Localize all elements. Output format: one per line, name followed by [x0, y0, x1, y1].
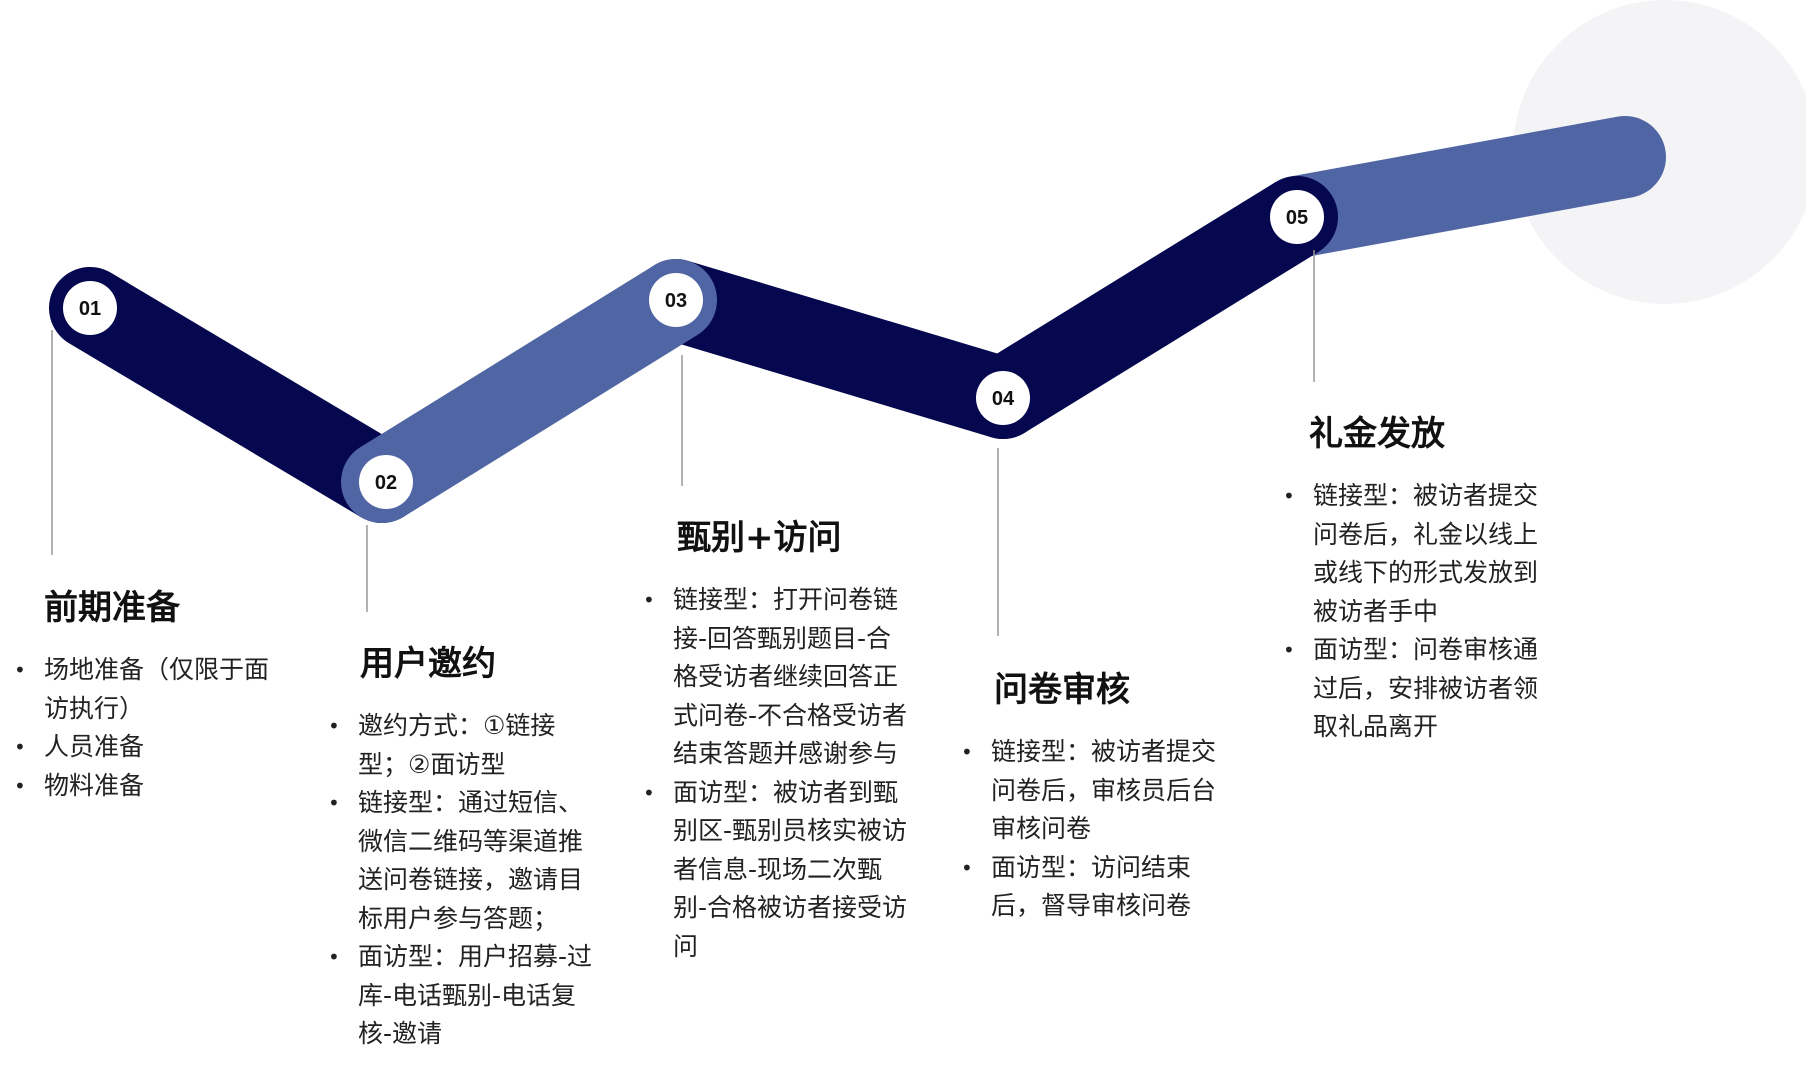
step-3-item: 链接型：打开问卷链接-回答甄别题目-合格受访者继续回答正式问卷-不合格受访者结束…: [643, 581, 913, 774]
connector-lines: [51, 250, 1315, 636]
step-list-1: 场地准备（仅限于面访执行）人员准备物料准备: [14, 651, 284, 805]
step-node-4: [976, 371, 1030, 425]
ribbon-segment-1: [49, 267, 423, 523]
step-2-item: 邀约方式：①链接型；②面访型: [328, 707, 603, 784]
step-node-5: [1270, 190, 1324, 244]
step-list-4: 链接型：被访者提交问卷后，审核员后台审核问卷面访型：访问结束后，督导审核问卷: [961, 733, 1221, 926]
zigzag-ribbon: [49, 116, 1666, 523]
step-title-3: 甄别+访问: [677, 518, 842, 558]
step-2-item: 面访型：用户招募-过库-电话甄别-电话复核-邀请: [328, 938, 603, 1054]
step-title-1: 前期准备: [44, 588, 180, 628]
step-block-1: 前期准备 场地准备（仅限于面访执行）人员准备物料准备: [14, 580, 284, 805]
step-title-4: 问卷审核: [994, 670, 1130, 710]
step-block-2: 用户邀约 邀约方式：①链接型；②面访型链接型：通过短信、微信二维码等渠道推送问卷…: [328, 636, 603, 1054]
step-title-2: 用户邀约: [360, 644, 496, 684]
step-block-4: 问卷审核 链接型：被访者提交问卷后，审核员后台审核问卷面访型：访问结束后，督导审…: [961, 662, 1221, 926]
step-number-1: 01: [79, 298, 101, 320]
step-number-2: 02: [375, 472, 397, 494]
step-list-2: 邀约方式：①链接型；②面访型链接型：通过短信、微信二维码等渠道推送问卷链接，邀请…: [328, 707, 603, 1054]
step-1-item: 场地准备（仅限于面访执行）: [14, 651, 284, 728]
step-block-3: 甄别+访问 链接型：打开问卷链接-回答甄别题目-合格受访者继续回答正式问卷-不合…: [643, 510, 913, 966]
step-node-3: [649, 273, 703, 327]
ribbon-segment-5: [1256, 116, 1666, 258]
step-number-5: 05: [1286, 207, 1308, 229]
step-4-item: 链接型：被访者提交问卷后，审核员后台审核问卷: [961, 733, 1221, 849]
step-list-3: 链接型：打开问卷链接-回答甄别题目-合格受访者继续回答正式问卷-不合格受访者结束…: [643, 581, 913, 966]
ribbon-segment-4: [962, 176, 1338, 439]
step-2-item: 链接型：通过短信、微信二维码等渠道推送问卷链接，邀请目标用户参与答题；: [328, 784, 603, 938]
step-3-item: 面访型：被访者到甄别区-甄别员核实被访者信息-现场二次甄别-合格被访者接受访问: [643, 774, 913, 967]
step-title-5: 礼金发放: [1309, 414, 1445, 454]
step-1-item: 物料准备: [14, 767, 284, 806]
step-node-2: [359, 455, 413, 509]
step-5-item: 面访型：问卷审核通过后，安排被访者领取礼品离开: [1283, 631, 1538, 747]
step-number-4: 04: [992, 388, 1015, 410]
ribbon-segment-2: [341, 259, 717, 523]
step-4-item: 面访型：访问结束后，督导审核问卷: [961, 849, 1221, 926]
step-1-item: 人员准备: [14, 728, 284, 767]
step-nodes: 01 02 03 04 05: [63, 190, 1324, 509]
step-number-3: 03: [665, 290, 687, 312]
step-list-5: 链接型：被访者提交问卷后，礼金以线上或线下的形式发放到被访者手中面访型：问卷审核…: [1283, 477, 1538, 747]
ribbon-segment-3: [635, 259, 1044, 439]
step-5-item: 链接型：被访者提交问卷后，礼金以线上或线下的形式发放到被访者手中: [1283, 477, 1538, 631]
step-node-1: [63, 281, 117, 335]
step-block-5: 礼金发放 链接型：被访者提交问卷后，礼金以线上或线下的形式发放到被访者手中面访型…: [1283, 406, 1538, 747]
